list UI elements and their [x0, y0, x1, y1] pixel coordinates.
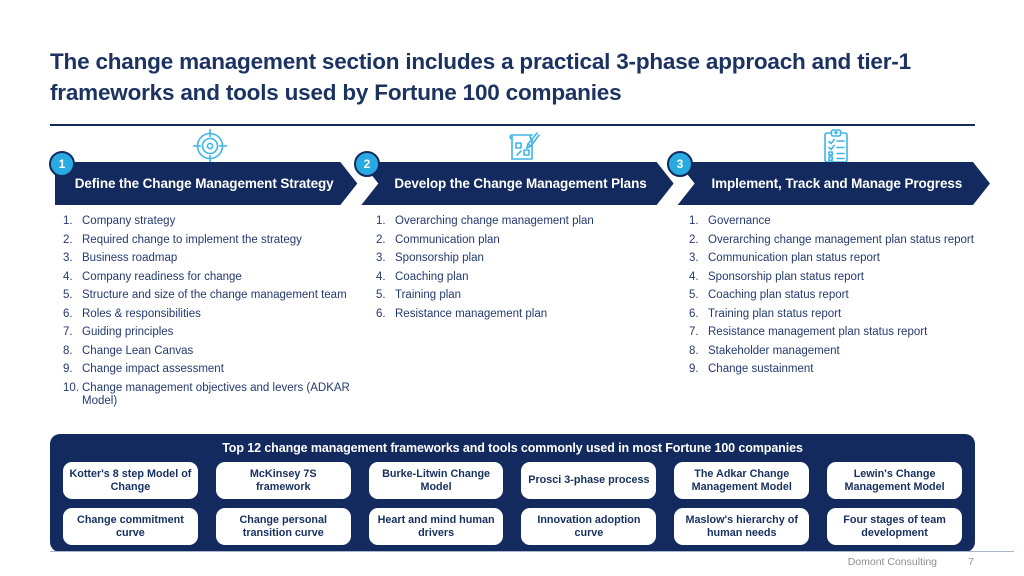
list-item: 3.Sponsorship plan	[376, 252, 484, 264]
list-item: 8.Stakeholder management	[689, 344, 840, 357]
list-item: 7.Guiding principles	[63, 326, 174, 338]
phase-list-1: 1.Company strategy 2.Required change to i…	[55, 215, 364, 413]
list-item: 2.Overarching change management plan sta…	[689, 233, 974, 246]
footer-divider	[50, 551, 1014, 552]
list-item: 3.Communication plan status report	[689, 252, 880, 264]
checklist-icon	[823, 129, 848, 163]
framework-box: Innovation adoption curve	[521, 508, 657, 545]
list-item: 2.Communication plan	[376, 233, 500, 246]
blueprint-icon	[508, 132, 540, 160]
list-item: 1.Company strategy	[63, 215, 176, 227]
framework-box: McKinsey 7S framework	[215, 462, 351, 499]
phase-number: 2	[363, 157, 371, 171]
list-item: 1.Governance	[689, 215, 771, 227]
list-item: 8.Change Lean Canvas	[63, 344, 194, 357]
list-item: 6.Roles & responsibilities	[63, 307, 201, 320]
list-item: 5.Training plan	[376, 289, 462, 301]
list-item: 4.Sponsorship plan status report	[689, 270, 864, 283]
phase-number: 3	[676, 157, 684, 171]
title-divider	[50, 124, 975, 126]
phase-icons-row	[55, 128, 990, 164]
list-item: 2.Required change to implement the strat…	[63, 233, 302, 246]
phase-list-2: 1.Overarching change management plan 2.Co…	[368, 215, 677, 413]
list-item: 4.Company readiness for change	[63, 270, 242, 283]
phase-arrow-label: Define the Change Management Strategy	[74, 176, 334, 191]
framework-box: Prosci 3-phase process	[521, 462, 657, 499]
framework-box: Lewin's Change Management Model	[827, 462, 962, 499]
phase-badge-1: 1	[49, 151, 75, 177]
phase-arrow-2: Develop the Change Management Plans	[361, 162, 673, 205]
phase-arrow-label: Develop the Change Management Plans	[394, 176, 647, 191]
phase-section: Define the Change Management Strategy De…	[49, 128, 990, 413]
phase-arrow-1: Define the Change Management Strategy	[55, 162, 357, 205]
framework-box: Maslow's hierarchy of human needs	[674, 508, 810, 545]
phase-number: 1	[58, 157, 66, 171]
phase-arrows: Define the Change Management Strategy De…	[49, 151, 990, 205]
target-icon	[192, 128, 227, 164]
list-item: 10.Change management objectives and leve…	[63, 381, 350, 407]
phase-list-3: 1.Governance 2.Overarching change managem…	[681, 215, 990, 413]
frameworks-panel-title: Top 12 change management frameworks and …	[222, 441, 803, 455]
footer-page-number: 7	[968, 556, 974, 568]
phase-badge-2: 2	[354, 151, 380, 177]
page-title: The change management section includes a…	[50, 49, 911, 105]
list-item: 9.Change impact assessment	[63, 363, 224, 375]
frameworks-boxes: Kotter's 8 step Model of Change McKinsey …	[50, 455, 975, 545]
frameworks-panel: Top 12 change management frameworks and …	[50, 434, 975, 552]
framework-box: Kotter's 8 step Model of Change	[63, 462, 198, 499]
phase-badge-3: 3	[667, 151, 693, 177]
framework-box: Heart and mind human drivers	[368, 508, 504, 545]
list-item: 5.Coaching plan status report	[689, 289, 849, 301]
framework-box: Change commitment curve	[63, 508, 198, 545]
list-item: 6.Training plan status report	[689, 307, 842, 320]
list-item: 3.Business roadmap	[63, 252, 178, 264]
list-item: 6.Resistance management plan	[376, 307, 548, 320]
list-item: 1.Overarching change management plan	[376, 215, 594, 227]
list-item: 4.Coaching plan	[376, 270, 469, 283]
phase-arrow-label: Implement, Track and Manage Progress	[711, 176, 963, 191]
phase-arrow-3: Implement, Track and Manage Progress	[678, 162, 990, 205]
framework-box: The Adkar Change Management Model	[674, 462, 810, 499]
footer-company: Domont Consulting	[847, 556, 937, 568]
list-item: 9.Change sustainment	[689, 363, 814, 375]
framework-box: Change personal transition curve	[215, 508, 351, 545]
list-item: 7.Resistance management plan status repo…	[689, 326, 928, 338]
framework-box: Four stages of team development	[827, 508, 962, 545]
phase-lists: 1.Company strategy 2.Required change to i…	[55, 205, 990, 413]
list-item: 5.Structure and size of the change manag…	[63, 289, 347, 301]
framework-box: Burke-Litwin Change Model	[368, 462, 504, 499]
